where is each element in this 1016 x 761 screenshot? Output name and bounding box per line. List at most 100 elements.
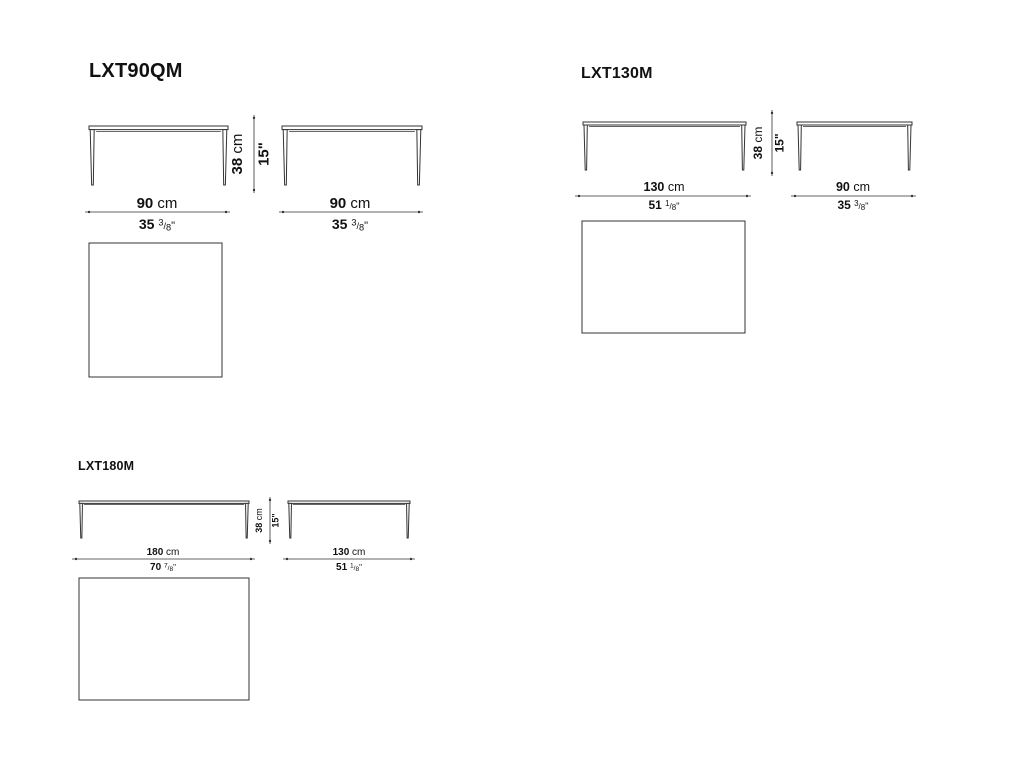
lxt90-front-cm-unit: cm: [153, 195, 177, 212]
lxt90-front-in-slash: /: [163, 221, 166, 231]
lxt180-side-in-whole: 51: [336, 562, 350, 573]
lxt130-side-table-leg-left: [797, 124, 802, 171]
lxt130-front-dim-tick-right: [745, 194, 749, 198]
lxt130-side-dim-tick-right: [910, 194, 914, 198]
lxt130-height-tick-top: [770, 111, 774, 115]
lxt90-front-in: 35 3/8": [139, 216, 175, 232]
lxt180-side-cm-unit: cm: [349, 547, 365, 558]
lxt180-front-cm-value: 180: [147, 547, 164, 558]
lxt180-front-in-den: 8: [169, 566, 173, 573]
lxt180-front-in: 70 7/8": [150, 562, 176, 573]
lxt180-side-cm-value: 130: [333, 547, 350, 558]
lxt90-height-tick-bottom: [252, 188, 256, 192]
lxt180-height-cm-value: 38: [254, 523, 264, 533]
lxt180-side-dim-tick-left: [285, 557, 289, 561]
lxt180-front-cm: 180 cm: [147, 547, 180, 558]
lxt90-front-dim-tick-right: [224, 210, 228, 214]
lxt180-side-dim-tick-right: [409, 557, 413, 561]
lxt180-front-in-num: 7: [164, 563, 168, 570]
lxt130-side-in: 35 3/8": [837, 198, 868, 212]
lxt130-side-cm-unit: cm: [850, 180, 870, 194]
lxt90-side-in-slash: /: [356, 221, 359, 231]
lxt180-height-tick-bottom: [268, 539, 272, 543]
lxt180-height-cm: 38 cm: [254, 508, 264, 533]
lxt130-height-inch: 15": [772, 133, 786, 152]
lxt90-height-cm-unit: cm: [229, 134, 246, 158]
lxt130-front-in-whole: 51: [648, 198, 665, 212]
lxt90-front-table-leg-left: [89, 129, 95, 186]
lxt130-front-in-quote: ": [676, 201, 679, 212]
lxt130-side-table-leg-right: [907, 124, 912, 171]
lxt90-front-in-whole: 35: [139, 216, 158, 232]
lxt130-side-in-quote: ": [865, 201, 868, 212]
lxt90-side-table-top: [281, 125, 423, 131]
lxt90-side-table-leg-right: [416, 129, 422, 186]
lxt90-side-dim-tick-left: [281, 210, 285, 214]
lxt130-side-in-num: 3: [854, 199, 859, 208]
lxt90-side-cm-value: 90: [330, 195, 347, 212]
lxt180-side-in-den: 8: [355, 566, 359, 573]
lxt90-height-inch: 15": [255, 142, 272, 166]
lxt130-front-table-leg-right: [741, 124, 746, 171]
lxt180-front-dim-tick-right: [249, 557, 253, 561]
lxt130-side-dim-tick-left: [793, 194, 797, 198]
lxt90-side-in-den: 8: [359, 222, 364, 232]
lxt130-front-cm-value: 130: [644, 180, 665, 194]
lxt180-side-in: 51 1/8": [336, 562, 362, 573]
lxt180-front-in-quote: ": [173, 563, 176, 572]
lxt130-height-tick-bottom: [770, 171, 774, 175]
model-title-lxt180m: LXT180M: [78, 459, 135, 473]
lxt130-side-in-slash: /: [859, 202, 862, 211]
lxt180-side-table-leg-left: [288, 502, 292, 539]
lxt130-front-in-den: 8: [672, 203, 677, 212]
lxt130-front-dim-tick-left: [577, 194, 581, 198]
model-title-lxt130m: LXT130M: [581, 65, 653, 82]
lxt90-front-cm: 90 cm: [137, 195, 178, 212]
lxt130-front-in-slash: /: [670, 202, 673, 211]
lxt90-plan-view: [88, 242, 223, 378]
lxt90-side-table-leg-left: [282, 129, 288, 186]
lxt90-side-cm-unit: cm: [346, 195, 370, 212]
lxt180-side-cm: 130 cm: [333, 547, 366, 558]
lxt130-side-table-top: [796, 121, 913, 126]
lxt130-front-in-num: 1: [665, 199, 670, 208]
lxt180-front-in-slash: /: [168, 565, 170, 572]
lxt90-side-in-num: 3: [351, 218, 356, 228]
lxt130-side-in-whole: 35: [837, 198, 854, 212]
lxt90-height-cm: 38 cm: [229, 134, 246, 175]
lxt130-side-cm-value: 90: [836, 180, 850, 194]
lxt90-front-table-top: [88, 125, 229, 131]
lxt130-plan-view: [581, 220, 746, 334]
lxt180-side-in-slash: /: [354, 565, 356, 572]
lxt180-front-in-whole: 70: [150, 562, 164, 573]
lxt130-side-in-den: 8: [861, 203, 866, 212]
lxt130-front-table-top: [582, 121, 747, 126]
lxt180-front-table-leg-left: [79, 502, 83, 539]
lxt180-front-table-leg-right: [245, 502, 249, 539]
lxt180-side-table-top: [287, 500, 411, 504]
lxt90-side-in-quote: ": [364, 220, 368, 232]
model-title-lxt90qm: LXT90QM: [89, 60, 183, 82]
lxt180-plan-view: [78, 577, 250, 701]
lxt130-height-cm-unit: cm: [751, 127, 765, 146]
lxt130-front-cm: 130 cm: [644, 180, 685, 194]
lxt180-front-dim-tick-left: [74, 557, 78, 561]
lxt130-height-cm-value: 38: [751, 146, 765, 160]
lxt90-front-in-den: 8: [166, 222, 171, 232]
lxt130-side-cm: 90 cm: [836, 180, 870, 194]
lxt90-height-tick-top: [252, 116, 256, 120]
lxt90-side-dim-tick-right: [417, 210, 421, 214]
lxt180-side-in-quote: ": [359, 563, 362, 572]
lxt180-height-tick-top: [268, 498, 272, 502]
lxt90-front-in-quote: ": [171, 220, 175, 232]
lxt90-front-dim-tick-left: [87, 210, 91, 214]
lxt130-height-cm: 38 cm: [751, 127, 765, 160]
lxt180-height-inch: 15": [271, 513, 281, 527]
lxt180-front-cm-unit: cm: [163, 547, 179, 558]
lxt90-side-cm: 90 cm: [330, 195, 371, 212]
lxt180-front-table-top: [78, 500, 250, 504]
